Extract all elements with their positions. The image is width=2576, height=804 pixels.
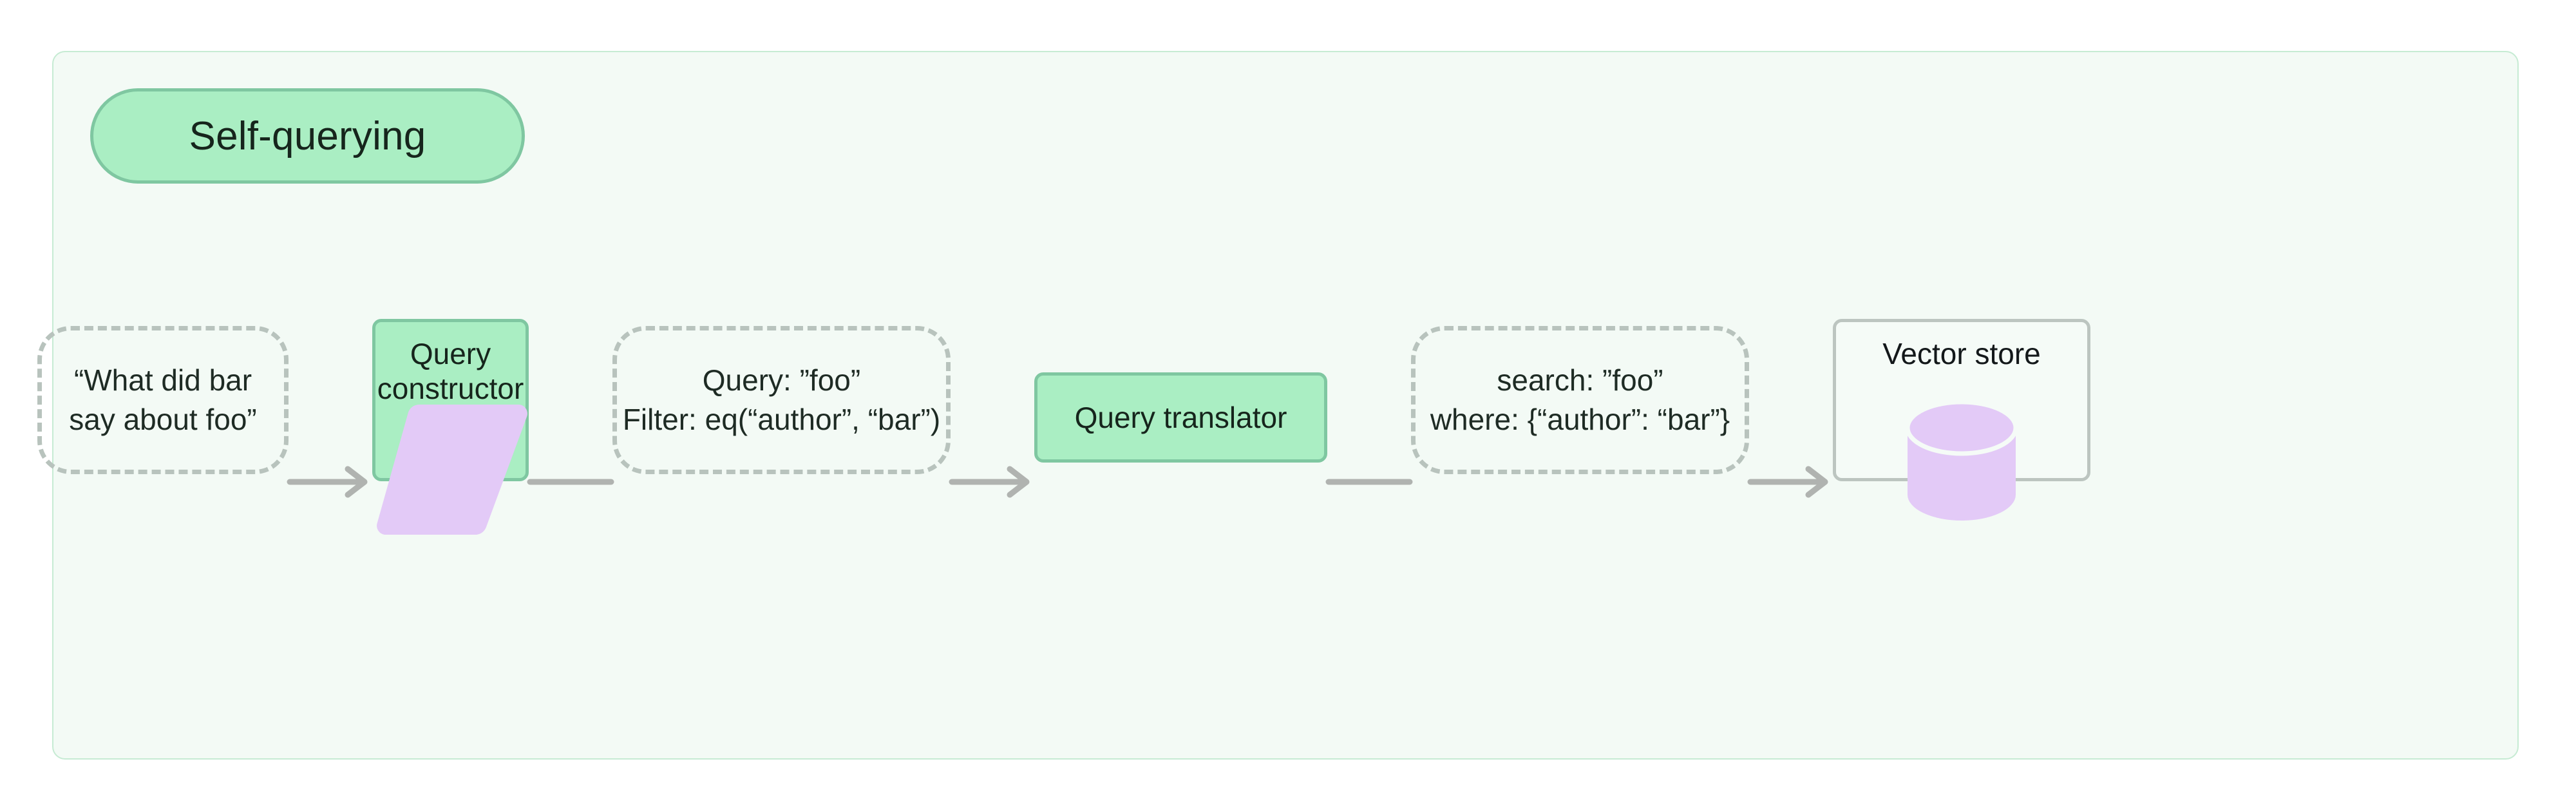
diagram-frame: Self-querying “What did bar say about fo…	[37, 51, 2519, 760]
node-structured-query-line-2: Filter: eq(“author”, “bar”)	[622, 403, 941, 436]
node-native-query: search: ”foo” where: {“author”: “bar”}	[1411, 326, 1749, 474]
edge-user-question-to-query-constructor	[287, 456, 372, 508]
node-query-translator-label: Query translator	[1074, 401, 1287, 434]
node-vector-store-label: Vector store	[1882, 337, 2041, 370]
node-vector-store[interactable]: Vector store	[1833, 319, 2090, 521]
node-structured-query: Query: ”foo” Filter: eq(“author”, “bar”)	[612, 326, 951, 474]
edge-query-constructor-to-structured-query	[527, 456, 614, 508]
database-cylinder-icon	[1905, 398, 2018, 524]
node-native-query-line-2: where: {“author”: “bar”}	[1430, 403, 1730, 436]
node-user-question-line-2: say about foo”	[69, 403, 257, 436]
node-user-question: “What did bar say about foo”	[37, 326, 289, 474]
node-query-constructor[interactable]: Query constructor	[372, 319, 529, 535]
parallelogram-icon	[372, 398, 530, 540]
node-query-constructor-label: Query constructor	[377, 337, 524, 405]
edge-native-query-to-vector-store	[1747, 456, 1833, 508]
edge-structured-query-to-query-translator	[949, 456, 1034, 508]
node-structured-query-line-1: Query: ”foo”	[702, 363, 861, 397]
edge-query-translator-to-native-query	[1325, 456, 1413, 508]
node-native-query-line-1: search: ”foo”	[1497, 363, 1663, 397]
node-query-translator[interactable]: Query translator	[1034, 372, 1327, 463]
subgraph-title-badge: Self-querying	[90, 88, 525, 184]
node-user-question-line-1: “What did bar	[73, 363, 252, 397]
subgraph-title-label: Self-querying	[189, 113, 426, 158]
